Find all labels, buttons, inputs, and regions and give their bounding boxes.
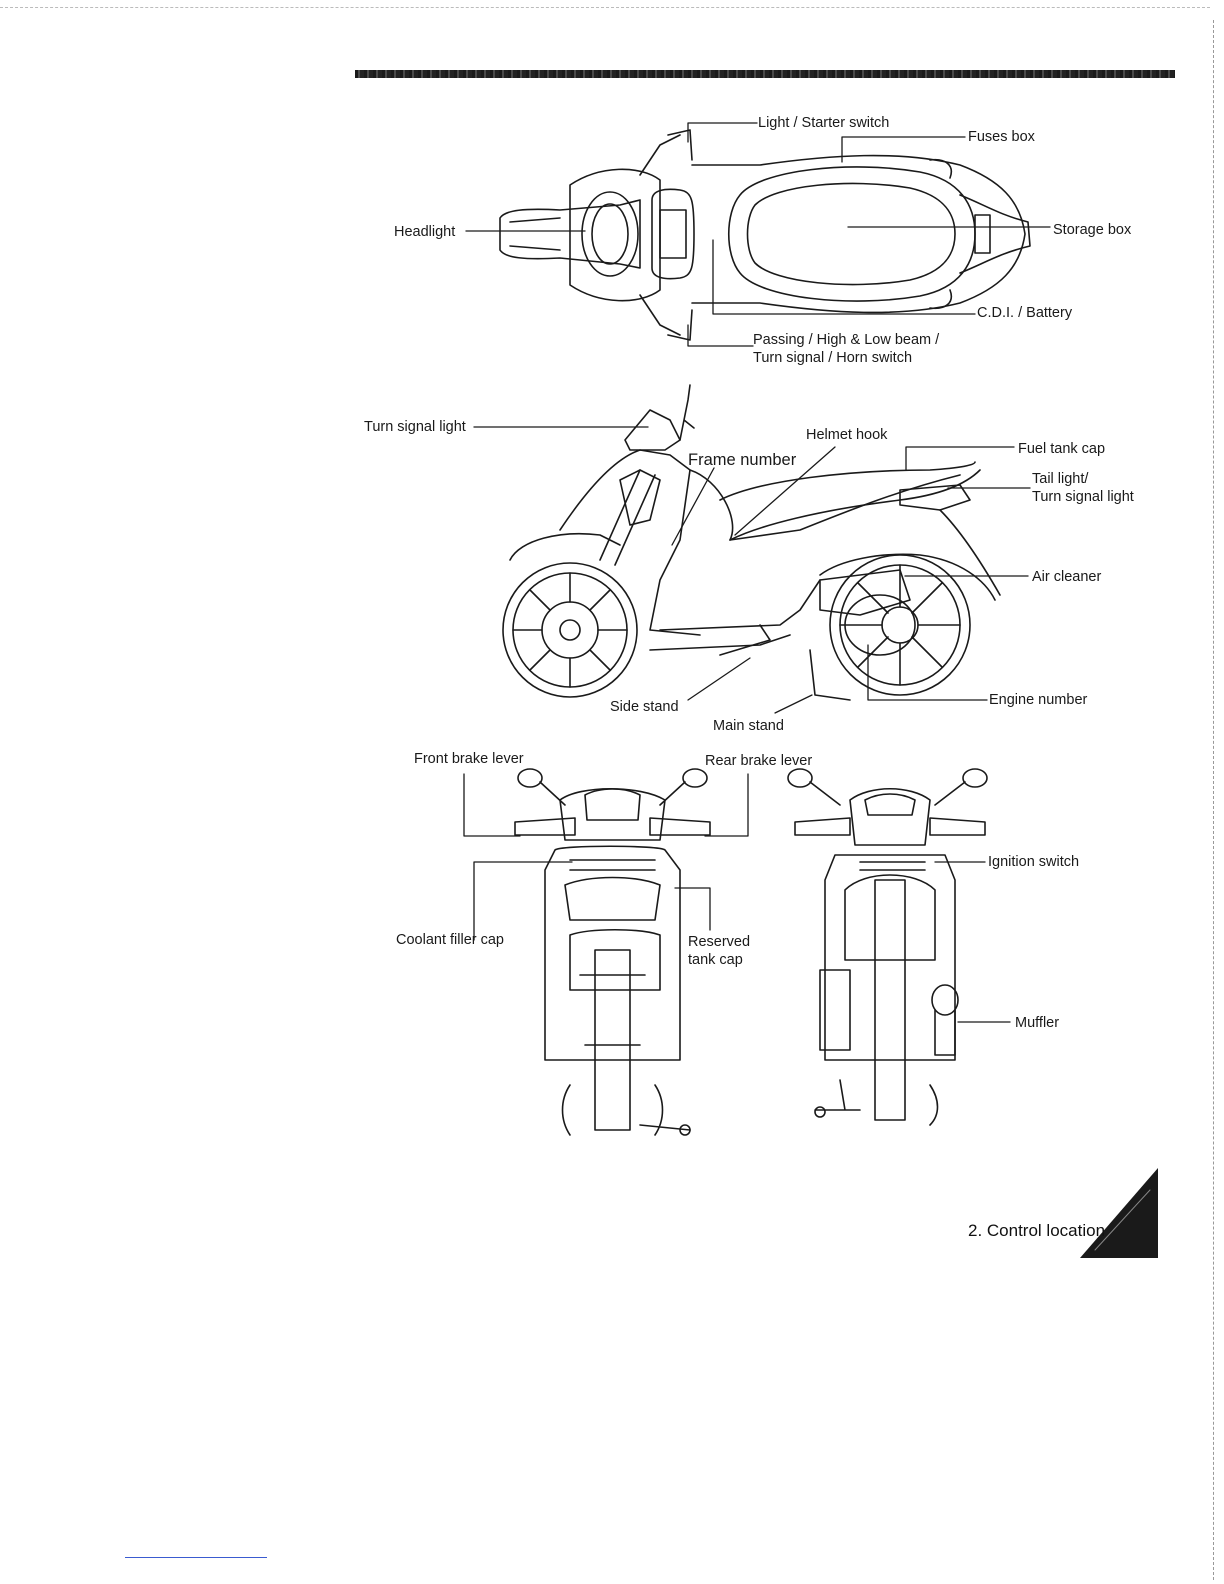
scooter-top-view xyxy=(499,129,1031,341)
section-title: 2. Control location xyxy=(968,1221,1106,1240)
headlight-label: Headlight xyxy=(394,224,456,240)
light-starter-switch-label: Light / Starter switch xyxy=(758,115,890,131)
storage-box-label: Storage box xyxy=(1053,222,1132,238)
fuel-tank-cap-label: Fuel tank cap xyxy=(1018,441,1106,457)
helmet-hook-label: Helmet hook xyxy=(806,427,888,443)
cdi-battery-label: C.D.I. / Battery xyxy=(977,305,1073,321)
air-cleaner-label: Air cleaner xyxy=(1032,569,1102,585)
tail-light-label-line2: Turn signal light xyxy=(1032,489,1134,505)
scooter-side-view xyxy=(502,384,1001,701)
reserved-tank-cap-label-line1: Reserved xyxy=(688,934,751,950)
section-tab-triangle xyxy=(1080,1168,1158,1258)
coolant-filler-cap-label: Coolant filler cap xyxy=(396,932,504,948)
leader-lines xyxy=(463,122,1051,1023)
passing-switch-label-line1: Passing / High & Low beam / xyxy=(753,332,940,348)
main-stand-label: Main stand xyxy=(713,718,784,734)
right-edge-dashes xyxy=(1213,20,1214,1580)
header-bar xyxy=(355,70,1175,78)
passing-switch-label-line2: Turn signal / Horn switch xyxy=(753,350,913,366)
tail-light-label-line1: Tail light/ xyxy=(1032,471,1089,487)
scooter-rear-view xyxy=(787,768,988,1126)
front-brake-lever-label: Front brake lever xyxy=(414,751,524,767)
reserved-tank-cap-label-line2: tank cap xyxy=(688,952,743,968)
scooter-front-view xyxy=(514,768,711,1136)
muffler-label: Muffler xyxy=(1015,1015,1060,1031)
bottom-link-underline xyxy=(125,1557,267,1558)
frame-number-label: Frame number xyxy=(688,451,797,469)
turn-signal-light-label: Turn signal light xyxy=(364,419,466,435)
ignition-switch-label: Ignition switch xyxy=(988,854,1080,870)
top-edge-dashes xyxy=(0,7,1210,8)
rear-brake-lever-label: Rear brake lever xyxy=(705,753,813,769)
fuses-box-label: Fuses box xyxy=(968,129,1035,145)
side-stand-label: Side stand xyxy=(610,699,679,715)
engine-number-label: Engine number xyxy=(989,692,1088,708)
